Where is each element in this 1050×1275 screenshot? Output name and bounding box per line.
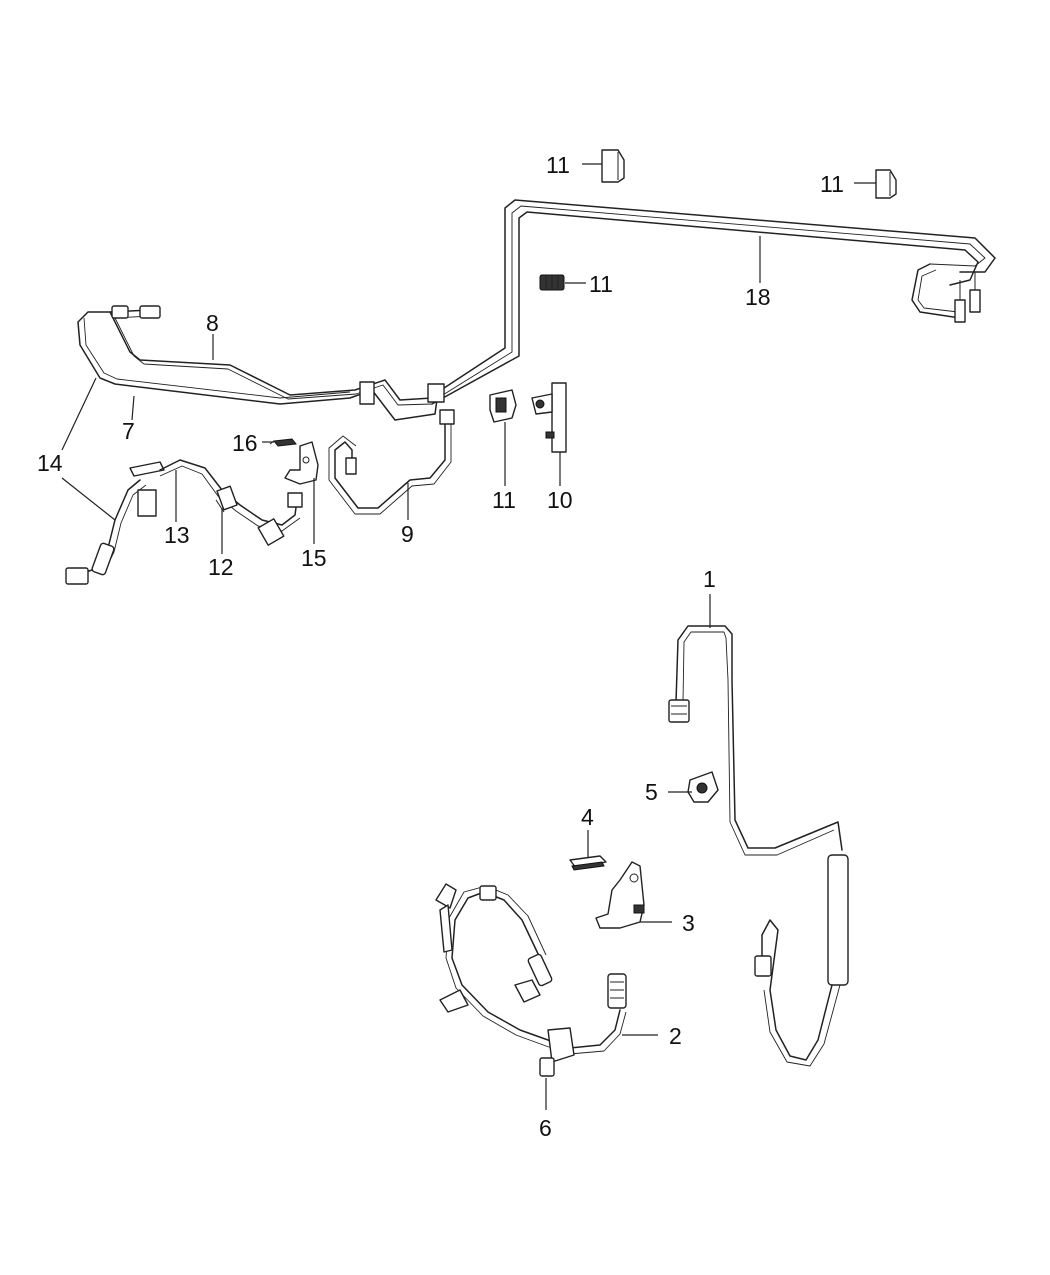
tube-sleeve [827,854,849,986]
part-16-clip [269,438,297,447]
part-4-retainer-clip [569,855,607,871]
callout-11-right: 11 [820,171,844,197]
part-10-bracket-clip [531,382,567,453]
leader-14 [61,377,116,521]
hose-end-fitting [91,542,115,576]
tube-fitting [345,457,357,475]
hose-fitting [287,492,303,508]
callout-11-top: 11 [546,152,570,178]
leader-7 [131,395,135,421]
part-12-hose-clip [215,485,238,513]
callout-7: 7 [122,418,135,444]
tube-nut [139,305,161,319]
callout-18: 18 [745,284,771,310]
callout-1: 1 [703,566,716,592]
part-11-tube-clip-top [601,149,625,183]
tube-fitting [439,409,455,425]
callout-12: 12 [208,554,234,580]
upper-brake-line-assembly: 11 11 11 18 8 7 14 16 13 12 15 9 11 10 [37,149,996,585]
part-2-brake-hose [435,883,627,1055]
hose-tab [435,883,457,909]
tube-nut [111,305,129,319]
part-11-tube-clip-mid [539,274,565,291]
callout-3: 3 [682,910,695,936]
tube-nut [668,699,690,723]
tube-fitting [969,289,981,313]
hose-clip [257,518,285,546]
callout-2: 2 [669,1023,682,1049]
hose-connector [607,973,627,1009]
callout-5: 5 [645,779,658,805]
part-14-brake-hose [65,461,165,585]
callout-16: 16 [232,430,258,456]
part-15-bracket [284,441,319,485]
part-8-part-7-front-brake-tubes [77,305,445,421]
part-9-brake-tube [328,409,455,515]
hose-bracket [439,904,453,953]
hose-clip [439,989,469,1013]
callout-10: 10 [547,487,573,513]
tube-nut [754,955,772,977]
hose-bracket [137,489,157,517]
part-11-tube-clip-lower [489,389,517,423]
callout-13: 13 [164,522,190,548]
hose-grommet [479,885,497,901]
callout-9: 9 [401,521,414,547]
part-18-main-brake-tubes [431,199,996,405]
hose-end-fitting [527,953,553,987]
callout-4: 4 [581,804,594,830]
callout-14: 14 [37,450,63,476]
tube-clip [427,383,445,403]
tube-fitting [954,299,966,323]
part-11-tube-clip-right [875,169,897,199]
part-6-hose-clip [539,1027,575,1077]
hose-mount [514,979,541,1003]
callout-8: 8 [206,310,219,336]
callout-6: 6 [539,1115,552,1141]
part-3-bracket [595,861,645,929]
lower-brake-line-assembly: 1 5 4 3 2 6 [435,566,849,1141]
part-5-clip [687,771,719,803]
hose-mount-tab [129,461,165,477]
hose-banjo-fitting [65,567,89,585]
callout-11-mid: 11 [589,271,613,297]
callout-11-lower: 11 [492,487,516,513]
callout-15: 15 [301,545,327,571]
tube-clip [359,381,375,405]
part-1-rear-brake-tube [668,625,849,1067]
